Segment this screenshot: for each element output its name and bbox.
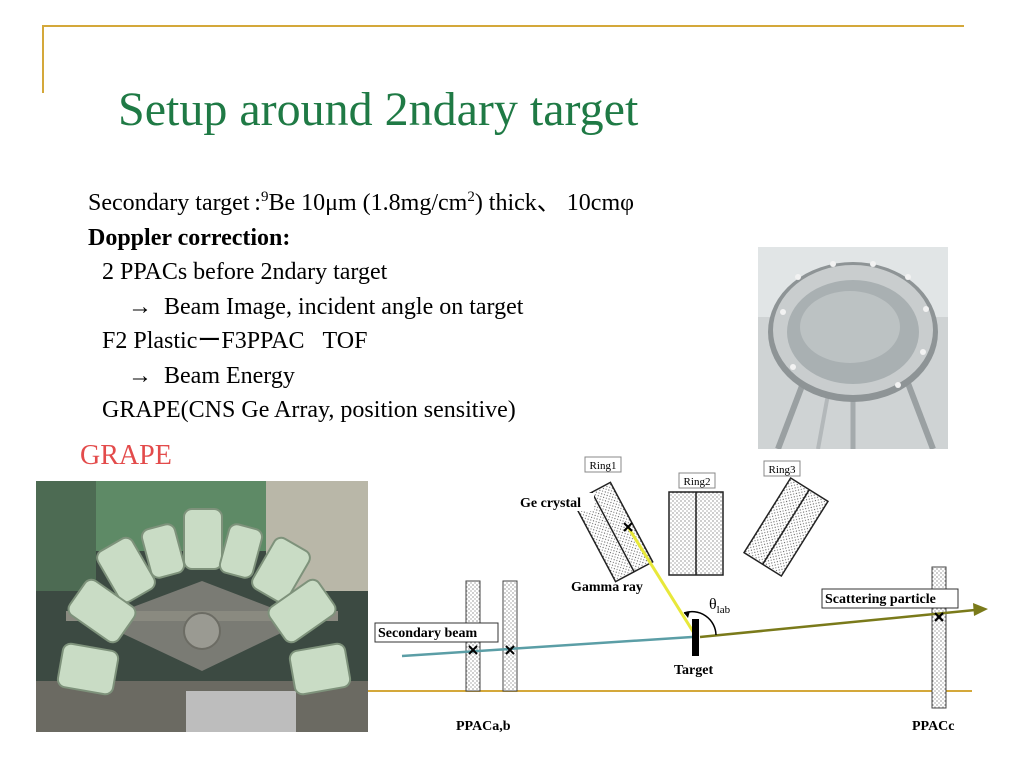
scattered-particle-line [699,608,976,639]
svg-text:Ring1: Ring1 [590,460,617,472]
unit-exponent: 2 [467,189,475,205]
secondary-beam-line [401,635,693,658]
theta-label: θlab [709,596,731,616]
slide-title: Setup around 2ndary target [118,83,639,136]
ppac-ab-label: PPACa,b [456,719,511,734]
ring3-label: Ring3 [763,460,801,477]
secondary-target-line: Secondary target :9Be 10μm (1.8mg/cm2) t… [88,189,634,216]
secondary-beam-label: Secondary beam [374,622,499,643]
gamma-ray-label: Gamma ray [571,580,643,595]
ring2-detector [668,491,724,576]
target-block [692,619,699,656]
mass-number: 9 [260,189,269,205]
svg-text:Ring3: Ring3 [769,464,796,476]
ring1-label: Ring1 [584,456,622,473]
ppacs-line: 2 PPACs before 2ndary target [102,259,388,285]
target-label: Target [674,663,713,678]
frame-left-line [42,25,44,93]
f2-plastic-line: F2 PlasticーF3PPAC TOF [102,328,368,354]
svg-text:Ring2: Ring2 [684,476,711,488]
ppac-c [931,566,947,709]
svg-text:Scattering particle: Scattering particle [825,592,936,607]
ppac-b [502,580,518,692]
beam-image-line: → Beam Image, incident angle on target [128,293,524,320]
scattering-particle-label: Scattering particle [821,588,959,609]
ge-crystal-label: Ge crystal [518,493,594,511]
beam-energy-line: → Beam Energy [128,362,295,389]
target-photo [758,247,948,449]
doppler-heading: Doppler correction: [88,224,291,251]
svg-text:Secondary beam: Secondary beam [378,626,478,641]
ring3-detector [742,476,830,578]
ppac-c-label: PPACc [912,719,955,734]
ring2-label: Ring2 [678,472,716,489]
grape-desc-line: GRAPE(CNS Ge Array, position sensitive) [102,397,516,423]
frame-top-line [42,25,964,27]
hit-markers [468,522,944,655]
gamma-ray-line [626,526,699,639]
bullet-list: Secondary target :9Be 10μm (1.8mg/cm2) t… [88,180,634,428]
scattered-arrow-head [973,603,988,616]
grape-photo [36,481,368,732]
grape-label: GRAPE [80,440,172,471]
svg-text:Ge crystal: Ge crystal [520,496,581,511]
